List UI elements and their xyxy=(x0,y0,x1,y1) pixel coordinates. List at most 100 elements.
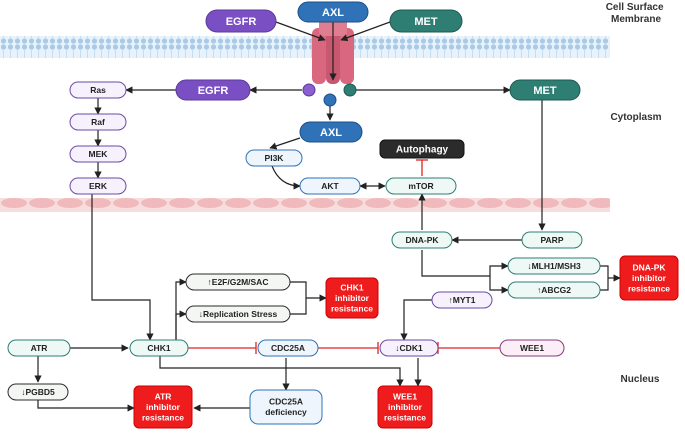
receptor-axl: AXL xyxy=(297,1,369,23)
edge-pgbd5-atrres xyxy=(37,398,135,412)
node-pgbd5-box xyxy=(7,383,69,401)
res-wee1-box xyxy=(377,385,433,429)
axl-channel-icon xyxy=(312,18,354,84)
node-egfr-label: EGFR xyxy=(198,85,229,97)
node-pi3k-label: PI3K xyxy=(265,153,285,163)
node-akt-label: AKT xyxy=(321,181,339,191)
node-akt-box xyxy=(299,177,361,195)
node-erk-label: ERK xyxy=(89,181,108,191)
node-cdc25a-deficiency-box xyxy=(249,389,323,425)
node-mlh1: ↓MLH1/MSH3 xyxy=(507,257,601,275)
res-chk1-box xyxy=(325,277,379,319)
node-autophagy: Autophagy xyxy=(379,139,465,159)
edge-merge xyxy=(600,265,609,291)
edge-e2f-res xyxy=(290,281,327,302)
node-mtor-box xyxy=(385,177,457,195)
node-axl: AXL xyxy=(299,121,363,143)
node-ras-label: Ras xyxy=(90,85,106,95)
node-ras-box xyxy=(69,81,127,99)
node-pgbd5-label: ↓PGBD5 xyxy=(21,387,55,397)
met-dot-icon xyxy=(343,83,357,97)
res-dnapk-box xyxy=(619,255,679,301)
node-autophagy-label: Autophagy xyxy=(396,145,449,156)
node-pi3k: PI3K xyxy=(245,149,303,167)
node-chk1-label: CHK1 xyxy=(147,343,170,353)
edge-met-in xyxy=(340,21,391,42)
node-chk1: CHK1 xyxy=(129,339,189,357)
edge-chk1-repstress xyxy=(175,310,187,348)
edge-rep-res xyxy=(290,298,307,315)
node-cdk1-box xyxy=(379,339,439,357)
node-parp: PARP xyxy=(521,231,583,249)
node-cdc25a-label: CDC25A xyxy=(271,343,305,353)
node-autophagy-box xyxy=(379,139,465,159)
node-pi3k-box xyxy=(245,149,303,167)
axl-dot-icon xyxy=(323,93,337,107)
edge-myt1-cdk1 xyxy=(400,299,432,341)
receptor-met-box xyxy=(389,9,463,33)
inhibition-edges xyxy=(188,159,500,354)
edge-pi3k-akt xyxy=(271,165,301,190)
receptor-egfr-box xyxy=(205,9,277,33)
edges xyxy=(34,16,621,412)
res-atr-box xyxy=(133,385,193,429)
edge-dnapk-abcg2 xyxy=(489,276,509,294)
node-mek-box xyxy=(69,145,127,163)
node-myt1-box xyxy=(431,291,493,309)
node-atr-label: ATR xyxy=(31,343,48,353)
node-chk1-box xyxy=(129,339,189,357)
node-raf-box xyxy=(69,113,127,131)
node-egfr-box xyxy=(175,79,251,101)
region-cytoplasm-label: Cytoplasm xyxy=(610,112,661,123)
edge-chk1-wee1res xyxy=(159,356,404,387)
node-parp-label: PARP xyxy=(541,235,564,245)
edge-erk-chk1 xyxy=(91,194,154,341)
node-parp-box xyxy=(521,231,583,249)
node-e2f-label: ↑E2F/G2M/SAC xyxy=(208,277,269,287)
node-mek: MEK xyxy=(69,145,127,163)
node-repstress: ↓Replication Stress xyxy=(185,305,291,323)
node-erk: ERK xyxy=(69,177,127,195)
node-erk-box xyxy=(69,177,127,195)
node-mtor: mTOR xyxy=(385,177,457,195)
cytoskeleton-band xyxy=(0,198,610,212)
edge-chk1-e2f xyxy=(175,278,187,348)
cell-membrane xyxy=(0,36,610,58)
node-axl-label: AXL xyxy=(320,127,342,139)
node-raf: Raf xyxy=(69,113,127,131)
node-cdk1: ↓CDK1 xyxy=(379,339,439,357)
node-cdc25a-box xyxy=(257,339,319,357)
node-wee1-label: WEE1 xyxy=(520,343,544,353)
node-ras: Ras xyxy=(69,81,127,99)
region-membrane-label: Cell Surface Membrane xyxy=(606,2,667,25)
node-mlh1-box xyxy=(507,257,601,275)
node-dnapk-label: DNA-PK xyxy=(405,235,439,245)
node-mlh1-label: ↓MLH1/MSH3 xyxy=(527,261,581,271)
node-myt1-label: ↑MYT1 xyxy=(449,295,476,305)
node-met-label: MET xyxy=(533,85,557,97)
node-repstress-box xyxy=(185,305,291,323)
node-dnapk-box xyxy=(391,231,453,249)
receptor-met: MET xyxy=(389,9,463,33)
node-abcg2: ↑ABCG2 xyxy=(507,281,601,299)
edge-axl-pi3k xyxy=(269,137,301,150)
receptor-met-label: MET xyxy=(414,16,438,28)
node-axl-box xyxy=(299,121,363,143)
node-myt1: ↑MYT1 xyxy=(431,291,493,309)
receptor-axl-label: AXL xyxy=(322,7,344,19)
egfr-dot-icon xyxy=(302,83,316,97)
node-atr: ATR xyxy=(7,339,71,357)
region-nucleus-label: Nucleus xyxy=(621,374,660,385)
receptor-axl-box xyxy=(297,1,369,23)
node-abcg2-label: ↑ABCG2 xyxy=(537,285,571,295)
